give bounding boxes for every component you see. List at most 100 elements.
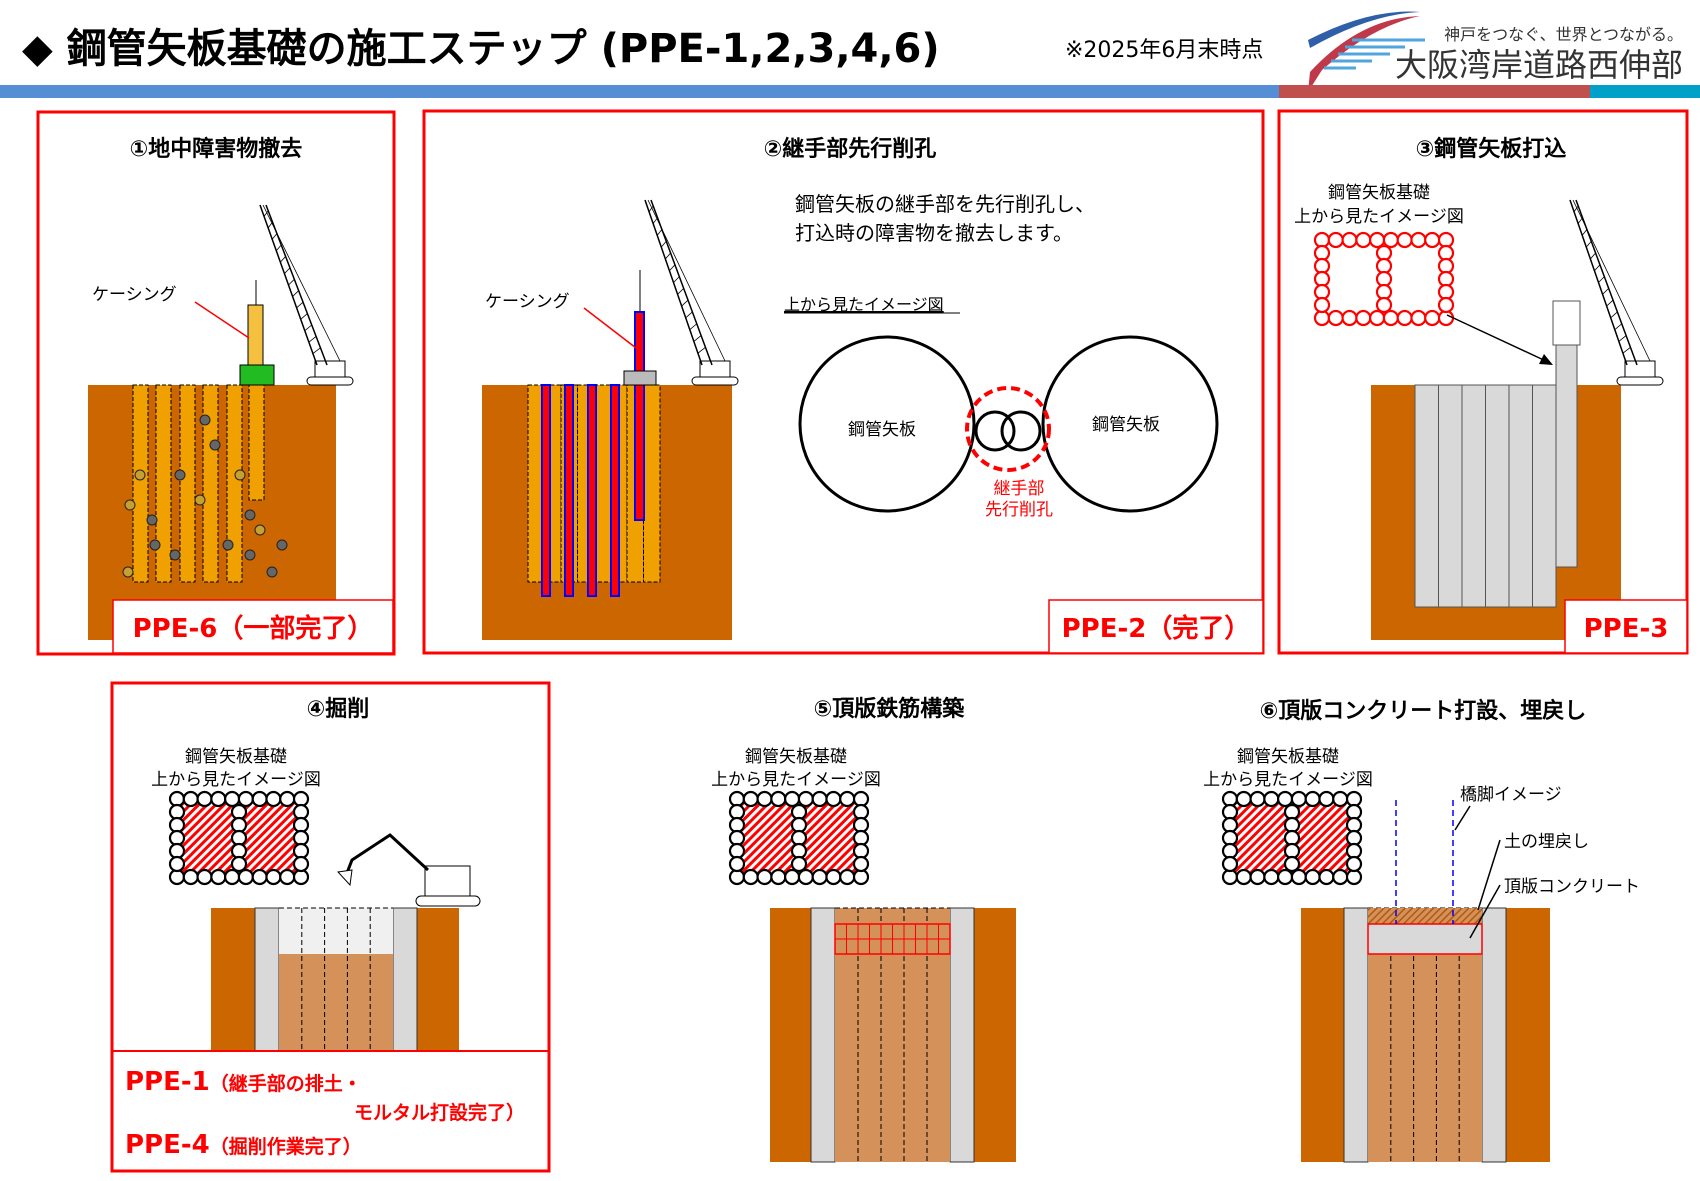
crane-track <box>306 376 354 386</box>
pre-drilled-joint <box>541 384 551 597</box>
casing-driver <box>623 370 657 386</box>
crane-lattice <box>673 276 680 283</box>
pipe-circle <box>237 790 254 808</box>
obstacle-rock <box>254 524 266 536</box>
pipe-circle <box>811 868 828 886</box>
callout-leaders <box>1454 805 1501 939</box>
crane-track <box>691 376 739 386</box>
crane-lattice <box>288 279 295 286</box>
pre-drilled-joint <box>610 384 620 597</box>
excavated-cell <box>799 799 861 877</box>
step6-illustration <box>1221 790 1550 1163</box>
plan-caption: 鋼管矢板基礎 <box>1237 747 1339 767</box>
pipe-circle <box>1332 868 1349 886</box>
pipe-circle <box>1327 309 1344 327</box>
crane-body <box>314 360 346 378</box>
crane-cable <box>1572 199 1651 362</box>
backfill-soil <box>1368 908 1482 924</box>
pipe-circle <box>1437 244 1455 262</box>
pipe-circle <box>1369 309 1386 327</box>
step2-status: PPE-2（完了） <box>1062 613 1251 644</box>
pipe-circle <box>1235 868 1252 886</box>
pipe-circle <box>1410 309 1427 327</box>
obstacle-rock <box>146 514 158 526</box>
steel-pipe-pile <box>1414 384 1439 608</box>
step4-status-line2: モルタル打設完了） <box>354 1101 525 1124</box>
pipe-circle <box>811 790 828 808</box>
pipe-circle <box>1437 231 1455 249</box>
obstacle-column <box>155 384 172 583</box>
joint-label: 継手部 <box>994 479 1045 499</box>
plan-caption: 鋼管矢板基礎 <box>185 747 287 767</box>
crane-lattice <box>1610 311 1618 319</box>
pipe-circle <box>1424 309 1441 327</box>
crane-cable <box>262 204 341 362</box>
pipe-circle <box>1437 296 1455 314</box>
crane-lattice <box>1618 335 1627 342</box>
obstacle-rock <box>199 414 211 426</box>
excavated-cell <box>737 799 799 877</box>
pipe-circle <box>292 855 310 873</box>
crane-lattice <box>271 233 278 240</box>
step6-title: ⑥頂版コンクリート打設、埋戻し <box>1260 698 1587 724</box>
steel-pipe-pile <box>1438 384 1463 608</box>
obstacle-rock <box>244 509 256 521</box>
pipe-circle <box>251 790 268 808</box>
ppe1-code: PPE-1 <box>125 1067 210 1097</box>
pipe-circle <box>1382 309 1399 327</box>
crane-lattice <box>308 336 317 343</box>
obstacle-rock <box>122 566 134 578</box>
pipe-circle <box>1221 855 1239 873</box>
crane-lattice <box>685 311 693 319</box>
slab-concrete <box>1367 923 1483 955</box>
step1-illustration <box>88 204 354 640</box>
pipe-circle <box>1410 231 1427 249</box>
pipe-circle <box>1249 790 1266 808</box>
excavator-bucket <box>336 869 353 887</box>
pipe-circle <box>1437 283 1455 301</box>
step2-panel <box>422 109 1265 655</box>
obstacle-rock <box>209 439 221 451</box>
plan-view-pipe-ring <box>1313 231 1455 327</box>
excavator-icon <box>336 833 481 907</box>
crane-lattice <box>275 244 282 251</box>
obstacle-rock <box>174 469 186 481</box>
logo: 神戸をつなぐ、世界とつながる。 大阪湾岸道路西伸部 <box>1308 11 1683 92</box>
pipe-circle <box>1375 244 1393 262</box>
pre-drilled-joint <box>564 384 574 597</box>
pipe-circle <box>196 868 213 886</box>
pipe-circle <box>1313 257 1331 275</box>
pipe-circle <box>790 855 808 873</box>
pipe-circle <box>1249 868 1266 886</box>
pipe-circle <box>1290 790 1307 808</box>
crane-lattice <box>1602 288 1609 295</box>
crawler-crane-icon <box>1569 199 1664 386</box>
pipe-circle <box>1355 231 1372 249</box>
ppe1-note: （継手部の排土・ <box>210 1072 362 1095</box>
obstacle-rock <box>244 549 256 561</box>
crane-lattice <box>292 290 299 297</box>
pipe-circle <box>1369 231 1386 249</box>
pipe-label-right: 鋼管矢板 <box>1092 415 1160 435</box>
crane-lattice <box>296 301 304 309</box>
pipe-circle <box>1341 309 1358 327</box>
pipe-circle <box>1304 868 1321 886</box>
pipe-circle <box>1313 244 1331 262</box>
pile-driver <box>1552 300 1581 346</box>
step5-illustration <box>728 790 1016 1163</box>
steel-pipe-wall <box>1343 907 1369 1163</box>
callout-slab-concrete: 頂版コンクリート <box>1504 877 1640 897</box>
driving-pipe-pile <box>1555 344 1578 568</box>
joint-label: 先行削孔 <box>985 500 1053 520</box>
obstacle-rock <box>222 539 234 551</box>
step1-status-box <box>112 599 394 654</box>
logo-swoosh-red <box>1308 16 1420 92</box>
crane-lattice <box>689 323 698 330</box>
crane-lattice <box>677 288 684 295</box>
obstacle-rock <box>124 499 136 511</box>
pipe-circle <box>784 790 801 808</box>
pipe-circle <box>279 868 296 886</box>
pipe-circle <box>770 868 787 886</box>
crane-lattice <box>312 347 321 354</box>
logo-name: 大阪湾岸道路西伸部 <box>1395 46 1683 84</box>
